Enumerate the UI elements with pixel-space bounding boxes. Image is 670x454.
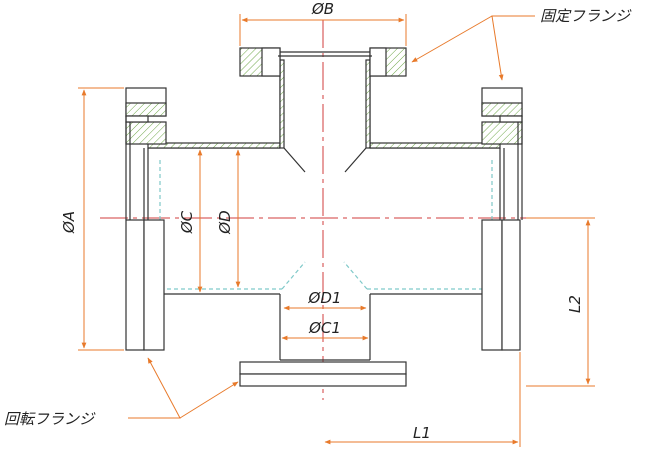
right-flange — [481, 87, 523, 351]
dim-label-a: ØA — [60, 211, 78, 234]
dim-label-c: ØC — [178, 210, 196, 234]
lower-walls — [148, 293, 500, 360]
dimension-lines — [78, 14, 595, 447]
dim-label-d1: ØD1 — [308, 289, 342, 307]
dim-label-c1: ØC1 — [308, 319, 341, 337]
dim-label-d: ØD — [216, 210, 234, 234]
dim-label-l2: L2 — [566, 295, 584, 313]
dim-label-b: ØB — [311, 0, 334, 18]
inner-dashed-walls — [159, 160, 493, 290]
dim-label-l1: L1 — [413, 424, 431, 442]
left-flange — [125, 87, 167, 351]
note-fixed-flange: 固定フランジ — [540, 7, 632, 25]
note-rotating-flange: 回転フランジ — [4, 410, 96, 428]
top-fixed-flange — [239, 47, 407, 77]
bottom-rotating-flange — [239, 359, 407, 387]
top-branch — [279, 59, 371, 173]
